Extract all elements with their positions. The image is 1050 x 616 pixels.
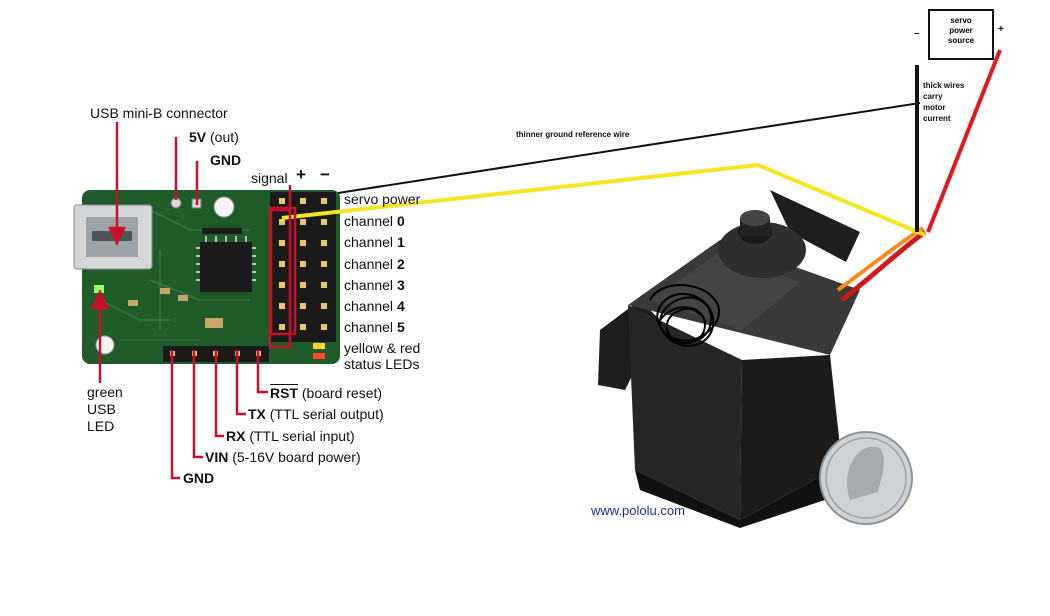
credit-link[interactable]: www.pololu.com xyxy=(591,503,685,518)
channel-4-label: channel 4 xyxy=(344,298,405,314)
five-volt-note: (out) xyxy=(206,129,239,145)
status-led-yellow xyxy=(313,343,325,349)
five-volt-bold: 5V xyxy=(189,129,207,145)
channel-1-label: channel 1 xyxy=(344,234,405,250)
gnd-top-label: GND xyxy=(210,152,242,168)
vin-label: VIN (5-16V board power) xyxy=(205,449,361,465)
rst-label: RST (board reset) xyxy=(270,385,383,401)
annotation-pointers xyxy=(91,122,297,480)
signal-wire xyxy=(281,162,926,237)
quarter-coin xyxy=(819,431,913,525)
rx-label: RX (TTL serial input) xyxy=(226,428,355,444)
power-plus-sign: + xyxy=(998,24,1004,35)
power-minus-sign: – xyxy=(914,28,920,39)
servo-motor xyxy=(598,190,927,528)
microcontroller-chip xyxy=(200,242,252,292)
green-led-icon xyxy=(94,285,104,293)
five-volt-label: 5V (out) xyxy=(189,129,239,145)
gnd-bottom-label: GND xyxy=(183,470,215,486)
channel-5-label: channel 5 xyxy=(344,319,405,335)
servo-power-label: servo power xyxy=(344,191,421,207)
channel-2-label: channel 2 xyxy=(344,256,405,272)
wiring xyxy=(281,49,1002,237)
power-positive-wire xyxy=(926,49,1002,233)
status-led-red xyxy=(313,353,325,359)
channel-0-label: channel 0 xyxy=(344,213,405,229)
scribble-mark xyxy=(649,284,721,347)
ground-reference-wire xyxy=(337,102,921,194)
tx-label: TX (TTL serial output) xyxy=(248,406,384,422)
thin-wire-note: thinner ground reference wire xyxy=(516,130,630,139)
usb-connector-label: USB mini-B connector xyxy=(90,105,228,121)
signal-label: signal xyxy=(251,170,288,186)
plus-label: + xyxy=(296,165,306,184)
minus-label: − xyxy=(320,165,330,184)
channel-3-label: channel 3 xyxy=(344,277,405,293)
